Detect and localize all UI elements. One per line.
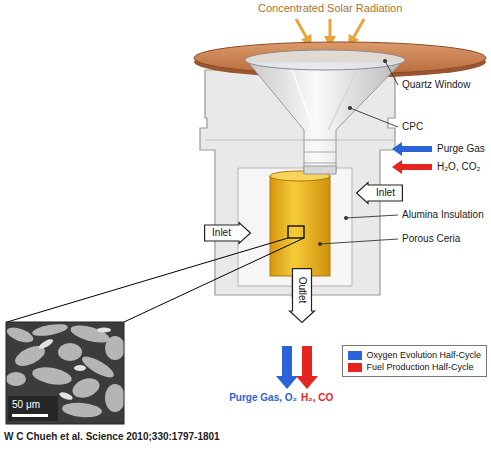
arrow-label: Outlet (296, 276, 308, 303)
solar-ray (351, 19, 364, 42)
zoom-line (124, 238, 304, 322)
block-arrow-outline (357, 183, 403, 204)
arrow-label: Inlet (212, 227, 231, 239)
zoom-square (288, 226, 304, 238)
legend-text: Fuel Production Half-Cycle (366, 361, 473, 373)
part-label: CPC (402, 121, 423, 133)
leader-line (385, 61, 398, 85)
legend-row: Fuel Production Half-Cycle (348, 361, 481, 373)
reactant-arrow (392, 160, 432, 174)
copper-ring (194, 42, 486, 74)
leader-dot (348, 106, 352, 110)
sem-grain (31, 365, 73, 388)
legend-swatch (348, 351, 362, 360)
sem-grain (58, 343, 82, 361)
zoom-line (7, 238, 288, 322)
part-label: Quartz Window (402, 79, 470, 91)
sem-frame (6, 322, 124, 424)
part-label: Alumina Insulation (402, 209, 484, 221)
legend-text: Oxygen Evolution Half-Cycle (366, 349, 481, 361)
scale-label: 50 μm (12, 399, 40, 411)
sem-grain (69, 322, 111, 346)
fuel-arrow (296, 346, 318, 389)
leader-dot (344, 216, 348, 220)
cpc-funnel (248, 62, 402, 172)
sem-grain (58, 391, 73, 401)
solar-ray (296, 19, 309, 42)
citation-caption: W C Chueh et al. Science 2010;330:1797-1… (4, 431, 220, 443)
legend-box: Oxygen Evolution Half-CycleFuel Producti… (342, 345, 487, 377)
cpc-highlight (328, 64, 360, 130)
sem-micrograph (6, 322, 124, 424)
part-label: Porous Ceria (402, 233, 460, 245)
sem-grain (105, 336, 124, 360)
block-arrow-outline (290, 269, 315, 323)
gas-label: Purge Gas (437, 143, 485, 155)
sem-grain (74, 365, 86, 371)
product-label: Purge Gas, O₂ (229, 392, 297, 404)
cpc-ring (304, 140, 336, 141)
product-label: H₂, CO (301, 392, 333, 404)
block-arrow: Outlet (289, 268, 315, 323)
sem-highlights (38, 328, 111, 402)
block-arrow: Inlet (204, 222, 251, 244)
cpc-ring (304, 152, 336, 153)
sem-grain (38, 337, 55, 350)
beam-label: Concentrated Solar Radiation (258, 2, 402, 15)
sem-grain (31, 322, 68, 338)
arrow-label: Inlet (376, 187, 395, 199)
purge-gas-arrow (392, 142, 432, 156)
cpc-ring (304, 163, 336, 164)
leader-dot (318, 242, 322, 246)
legend-swatch (348, 363, 362, 372)
block-arrow-outline (205, 223, 251, 244)
leader-line (320, 239, 398, 244)
leader-line (350, 108, 398, 127)
quartz-window (245, 50, 405, 70)
sem-grain (97, 328, 111, 333)
housing-seam (205, 140, 395, 141)
gas-label: H₂O, CO₂ (437, 161, 480, 173)
oxygen-arrow (276, 346, 298, 389)
sem-grain (6, 372, 26, 386)
sem-grain (70, 375, 102, 401)
cpc-highlight (290, 64, 314, 130)
leader-line (346, 215, 398, 218)
sem-pores (6, 322, 124, 419)
porous-ceria (270, 176, 330, 276)
solar-ray (329, 19, 332, 42)
leader-dot (383, 59, 387, 63)
block-arrow: Inlet (356, 182, 403, 204)
cpc-neck (304, 166, 336, 174)
scale-bar (12, 414, 48, 417)
sem-grain (105, 384, 124, 412)
legend-row: Oxygen Evolution Half-Cycle (348, 349, 481, 361)
sem-grain (6, 325, 35, 346)
scale-ground (8, 396, 58, 421)
sem-grain (61, 401, 102, 418)
